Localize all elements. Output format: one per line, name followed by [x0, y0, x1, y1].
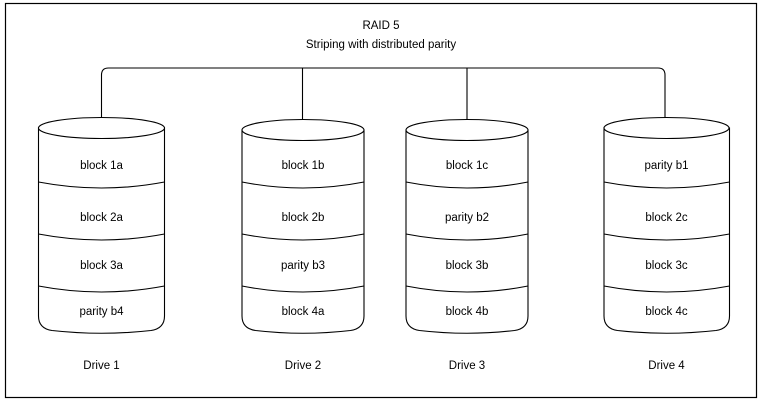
drive-4-block-4: block 4c [645, 306, 687, 318]
drive-2-label: Drive 2 [285, 360, 321, 372]
drive-1-block-2: block 2a [80, 212, 123, 224]
drive-2-group: block 1b block 2b parity b3 block 4a Dri… [241, 118, 365, 372]
drive-1-divider-1 [38, 181, 165, 189]
drive-2-cylinder-body [241, 129, 365, 334]
drive-3-block-4: block 4b [446, 306, 489, 318]
drive-4-cylinder-top [603, 116, 730, 140]
drive-1-cylinder-top [37, 116, 166, 140]
drive-4-block-2: block 2c [645, 212, 687, 224]
drive-3-divider-3 [405, 285, 529, 293]
drive-4-divider-2 [603, 233, 730, 241]
drive-4-divider-1 [603, 181, 730, 189]
drive-3-label: Drive 3 [449, 360, 485, 372]
drive-1-divider-2 [38, 233, 165, 241]
drive-3-block-3: block 3b [446, 260, 489, 272]
drive-2-divider-3 [241, 285, 365, 293]
drive-1-divider-3 [38, 285, 165, 293]
drive-3-cylinder-body [405, 129, 529, 334]
drive-1-cylinder-body [37, 127, 166, 334]
drive-2-block-2: block 2b [282, 212, 325, 224]
diagram-subtitle-line2: Striping with distributed parity [306, 39, 456, 51]
drive-3-block-2: parity b2 [445, 212, 489, 224]
drive-3-divider-1 [405, 181, 529, 189]
drive-2-block-3: parity b3 [281, 260, 325, 272]
drive-2-block-1: block 1b [282, 160, 325, 172]
drive-4-block-1: parity b1 [644, 160, 688, 172]
drive-1-label: Drive 1 [83, 360, 119, 372]
drive-3-group: block 1c parity b2 block 3b block 4b Dri… [405, 118, 529, 372]
drive-2-divider-1 [241, 181, 365, 189]
bus-rail [100, 67, 666, 122]
drive-3-cylinder-top [405, 118, 529, 142]
drive-4-label: Drive 4 [648, 360, 685, 372]
drive-3-divider-2 [405, 233, 529, 241]
drive-4-divider-3 [603, 285, 730, 293]
drive-2-block-4: block 4a [282, 306, 325, 318]
drive-4-block-3: block 3c [645, 260, 687, 272]
drive-1-block-1: block 1a [80, 160, 123, 172]
drive-1-block-3: block 3a [80, 260, 123, 272]
drive-2-divider-2 [241, 233, 365, 241]
drive-4-cylinder-body [603, 127, 731, 334]
drive-1-group: block 1a block 2a block 3a parity b4 Dri… [37, 116, 166, 372]
drive-3-block-1: block 1c [446, 160, 488, 172]
drive-4-group: parity b1 block 2c block 3c block 4c Dri… [603, 116, 731, 372]
diagram-title-line1: RAID 5 [362, 20, 399, 32]
drive-2-cylinder-top [241, 118, 365, 142]
drive-1-block-4: parity b4 [79, 306, 124, 318]
